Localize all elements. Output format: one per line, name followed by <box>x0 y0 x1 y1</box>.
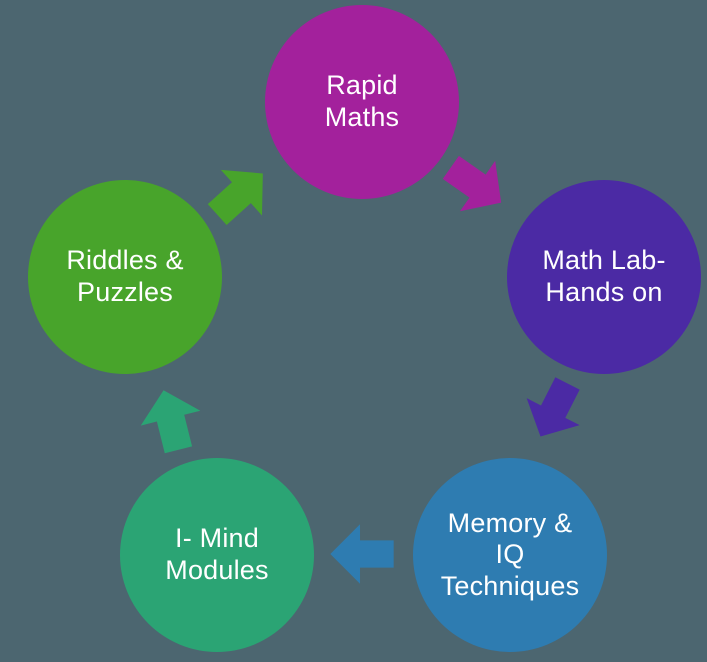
arrow-up-right-shape <box>207 169 263 226</box>
node-math-lab-hands-on: Math Lab- Hands on <box>507 180 701 374</box>
arrow-left-shape <box>330 524 394 584</box>
node-math-lab-hands-on-label: Math Lab- Hands on <box>542 245 666 307</box>
arrow-down-left-shape <box>526 377 580 437</box>
node-i-mind-modules-label: I- Mind Modules <box>165 523 269 585</box>
arrow-up-right-icon <box>195 149 285 239</box>
arrow-down-left-icon <box>512 368 595 451</box>
arrow-left-icon <box>329 523 395 585</box>
node-rapid-maths-label: Rapid Maths <box>324 70 400 132</box>
arrow-up-icon <box>132 381 210 459</box>
node-riddles-puzzles-label: Riddles & Puzzles <box>66 245 184 307</box>
node-memory-iq-techniques: Memory & IQ Techniques <box>413 458 607 652</box>
node-memory-iq-techniques-label: Memory & IQ Techniques <box>440 507 580 601</box>
arrow-down-right-icon <box>431 140 520 229</box>
node-i-mind-modules: I- Mind Modules <box>120 458 314 652</box>
arrow-up-shape <box>140 390 201 454</box>
node-riddles-puzzles: Riddles & Puzzles <box>28 180 222 374</box>
node-rapid-maths: Rapid Maths <box>265 5 459 199</box>
arrow-down-right-shape <box>442 155 502 212</box>
